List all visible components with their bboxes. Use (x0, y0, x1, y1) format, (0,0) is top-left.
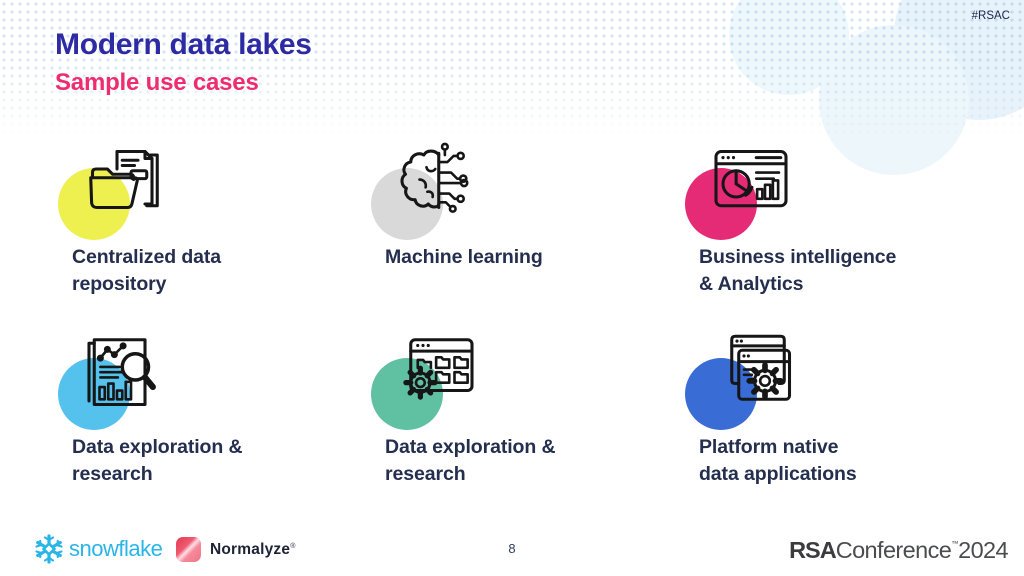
rsa-conference-logo: RSAConference™2024 (789, 537, 1009, 564)
folder-documents-icon (89, 149, 159, 210)
use-case-label: Data exploration & research (385, 436, 556, 485)
accent-circle (685, 168, 757, 240)
report-magnifier-icon (87, 338, 156, 407)
use-case-grid: Centralized data repository Machine le (58, 132, 972, 512)
browser-folders-gear-icon (403, 338, 474, 400)
decorative-circle (729, 0, 849, 95)
snowflake-wordmark: snowflake (69, 536, 163, 561)
normalyze-wordmark: Normalyze® (210, 540, 296, 558)
rsa-wordmark: RSA (789, 537, 837, 563)
use-case-label: Centralized data repository (72, 246, 222, 295)
normalyze-logo: Normalyze® (176, 537, 296, 562)
trademark-symbol: ™ (951, 539, 959, 548)
snowflake-logo: snowflake (33, 533, 163, 565)
use-case-label: Data exploration & research (72, 436, 243, 485)
accent-circle (371, 168, 443, 240)
use-case-data-exploration-research-2: Data exploration & research (371, 322, 699, 512)
use-case-centralized-data-repository: Centralized data repository (58, 132, 385, 322)
dashboard-charts-icon (714, 149, 788, 208)
use-case-data-exploration-research: Data exploration & research (58, 322, 385, 512)
use-case-platform-native-apps: Platform native data applications (685, 322, 972, 512)
conference-wordmark: Conference (835, 537, 952, 563)
event-hashtag: #RSAC (971, 10, 1010, 22)
windows-gear-icon (730, 334, 792, 401)
normalyze-mark-icon (176, 537, 201, 562)
slide-subtitle: Sample use cases (55, 69, 259, 96)
page-number: 8 (508, 541, 516, 556)
use-case-business-intelligence: Business intelligence & Analytics (685, 132, 972, 322)
conference-year: 2024 (958, 537, 1008, 563)
accent-circle (58, 168, 130, 240)
use-case-machine-learning: Machine learning (371, 132, 699, 322)
use-case-label: Machine learning (385, 246, 543, 268)
snowflake-icon (35, 534, 63, 564)
use-case-label: Business intelligence & Analytics (699, 246, 897, 295)
use-case-label: Platform native data applications (699, 436, 857, 485)
slide-title: Modern data lakes (55, 28, 312, 61)
halftone-dots-pattern (0, 0, 1024, 150)
brain-circuit-icon (400, 142, 469, 213)
